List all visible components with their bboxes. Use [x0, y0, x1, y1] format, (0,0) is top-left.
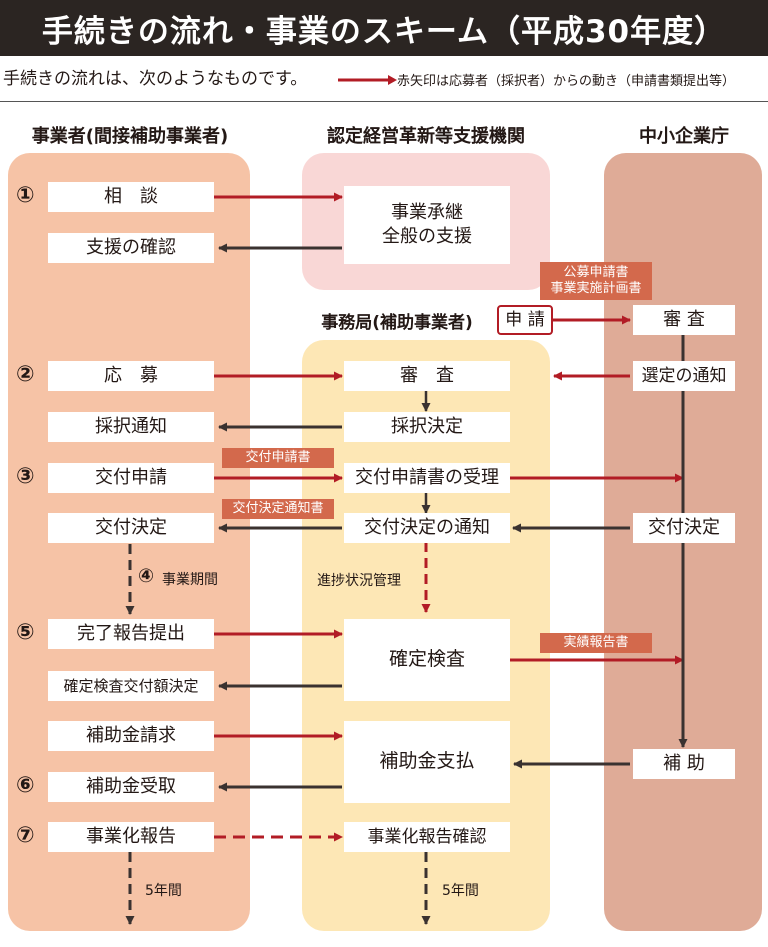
intro-text: 手続きの流れは、次のようなものです。: [3, 69, 308, 89]
column-header-support-agency: 認定経営革新等支援機関: [327, 126, 525, 147]
step-4: ④: [138, 565, 155, 587]
box-grant-decision: 交付決定: [48, 513, 214, 543]
tag-grant-decision-notice: 交付決定通知書: [222, 499, 334, 519]
box-adoption-decision: 採択決定: [344, 412, 510, 442]
column-header-sme-agency: 中小企業庁: [639, 126, 729, 147]
tag-application-line1: 公募申請書: [563, 265, 629, 281]
box-secretariat-application: 申 請: [497, 305, 553, 335]
step-3: ③: [16, 464, 35, 489]
box-agency-subsidy: 補 助: [633, 749, 735, 779]
box-application-receipt: 交付申請書の受理: [344, 463, 510, 493]
page-title: 手続きの流れ・事業のスキーム（平成30年度）: [0, 0, 768, 56]
box-commercialization-report: 事業化報告: [48, 822, 214, 852]
box-grant-application: 交付申請: [48, 463, 214, 493]
box-commercialization-confirm: 事業化報告確認: [344, 822, 510, 852]
box-completion-report: 完了報告提出: [48, 619, 214, 649]
box-review: 審 査: [344, 361, 510, 391]
secretariat-label: 事務局(補助事業者): [321, 313, 473, 333]
step-2: ②: [16, 362, 35, 387]
box-selection-notice: 選定の通知: [633, 361, 735, 391]
legend-red-arrow-icon: [338, 75, 397, 85]
tag-application-documents: 公募申請書 事業実施計画書: [540, 262, 652, 300]
box-subsidy-request: 補助金請求: [48, 721, 214, 751]
box-adoption-notice: 採択通知: [48, 412, 214, 442]
succession-support-line1: 事業承継: [391, 201, 463, 223]
box-apply: 応 募: [48, 361, 214, 391]
step-5: ⑤: [16, 620, 35, 645]
label-five-years-middle: 5年間: [442, 883, 479, 899]
box-support-confirm: 支援の確認: [48, 233, 214, 263]
box-consult: 相 談: [48, 182, 214, 212]
box-agency-grant-decision: 交付決定: [633, 513, 735, 543]
tag-application-line2: 事業実施計画書: [550, 281, 642, 296]
legend-text: 赤矢印は応募者（採択者）からの動き（申請書類提出等）: [397, 74, 736, 89]
label-progress-management: 進捗状況管理: [317, 573, 401, 589]
box-final-inspection: 確定検査: [344, 619, 510, 701]
tag-grant-application-form: 交付申請書: [222, 448, 334, 468]
step-1: ①: [16, 183, 35, 208]
box-decision-notice: 交付決定の通知: [344, 513, 510, 543]
box-succession-support: 事業承継 全般の支援: [344, 186, 510, 264]
box-subsidy-receipt: 補助金受取: [48, 772, 214, 802]
tag-performance-report: 実績報告書: [540, 633, 652, 653]
box-subsidy-payment: 補助金支払: [344, 721, 510, 803]
step-7: ⑦: [16, 823, 35, 848]
label-project-period: 事業期間: [162, 572, 218, 588]
header-divider: [0, 101, 768, 102]
label-five-years-left: 5年間: [145, 883, 182, 899]
column-header-business: 事業者(間接補助事業者): [31, 126, 229, 147]
step-6: ⑥: [16, 773, 35, 798]
box-final-amount: 確定検査交付額決定: [48, 671, 214, 701]
box-agency-review: 審 査: [633, 305, 735, 335]
succession-support-line2: 全般の支援: [382, 226, 472, 247]
